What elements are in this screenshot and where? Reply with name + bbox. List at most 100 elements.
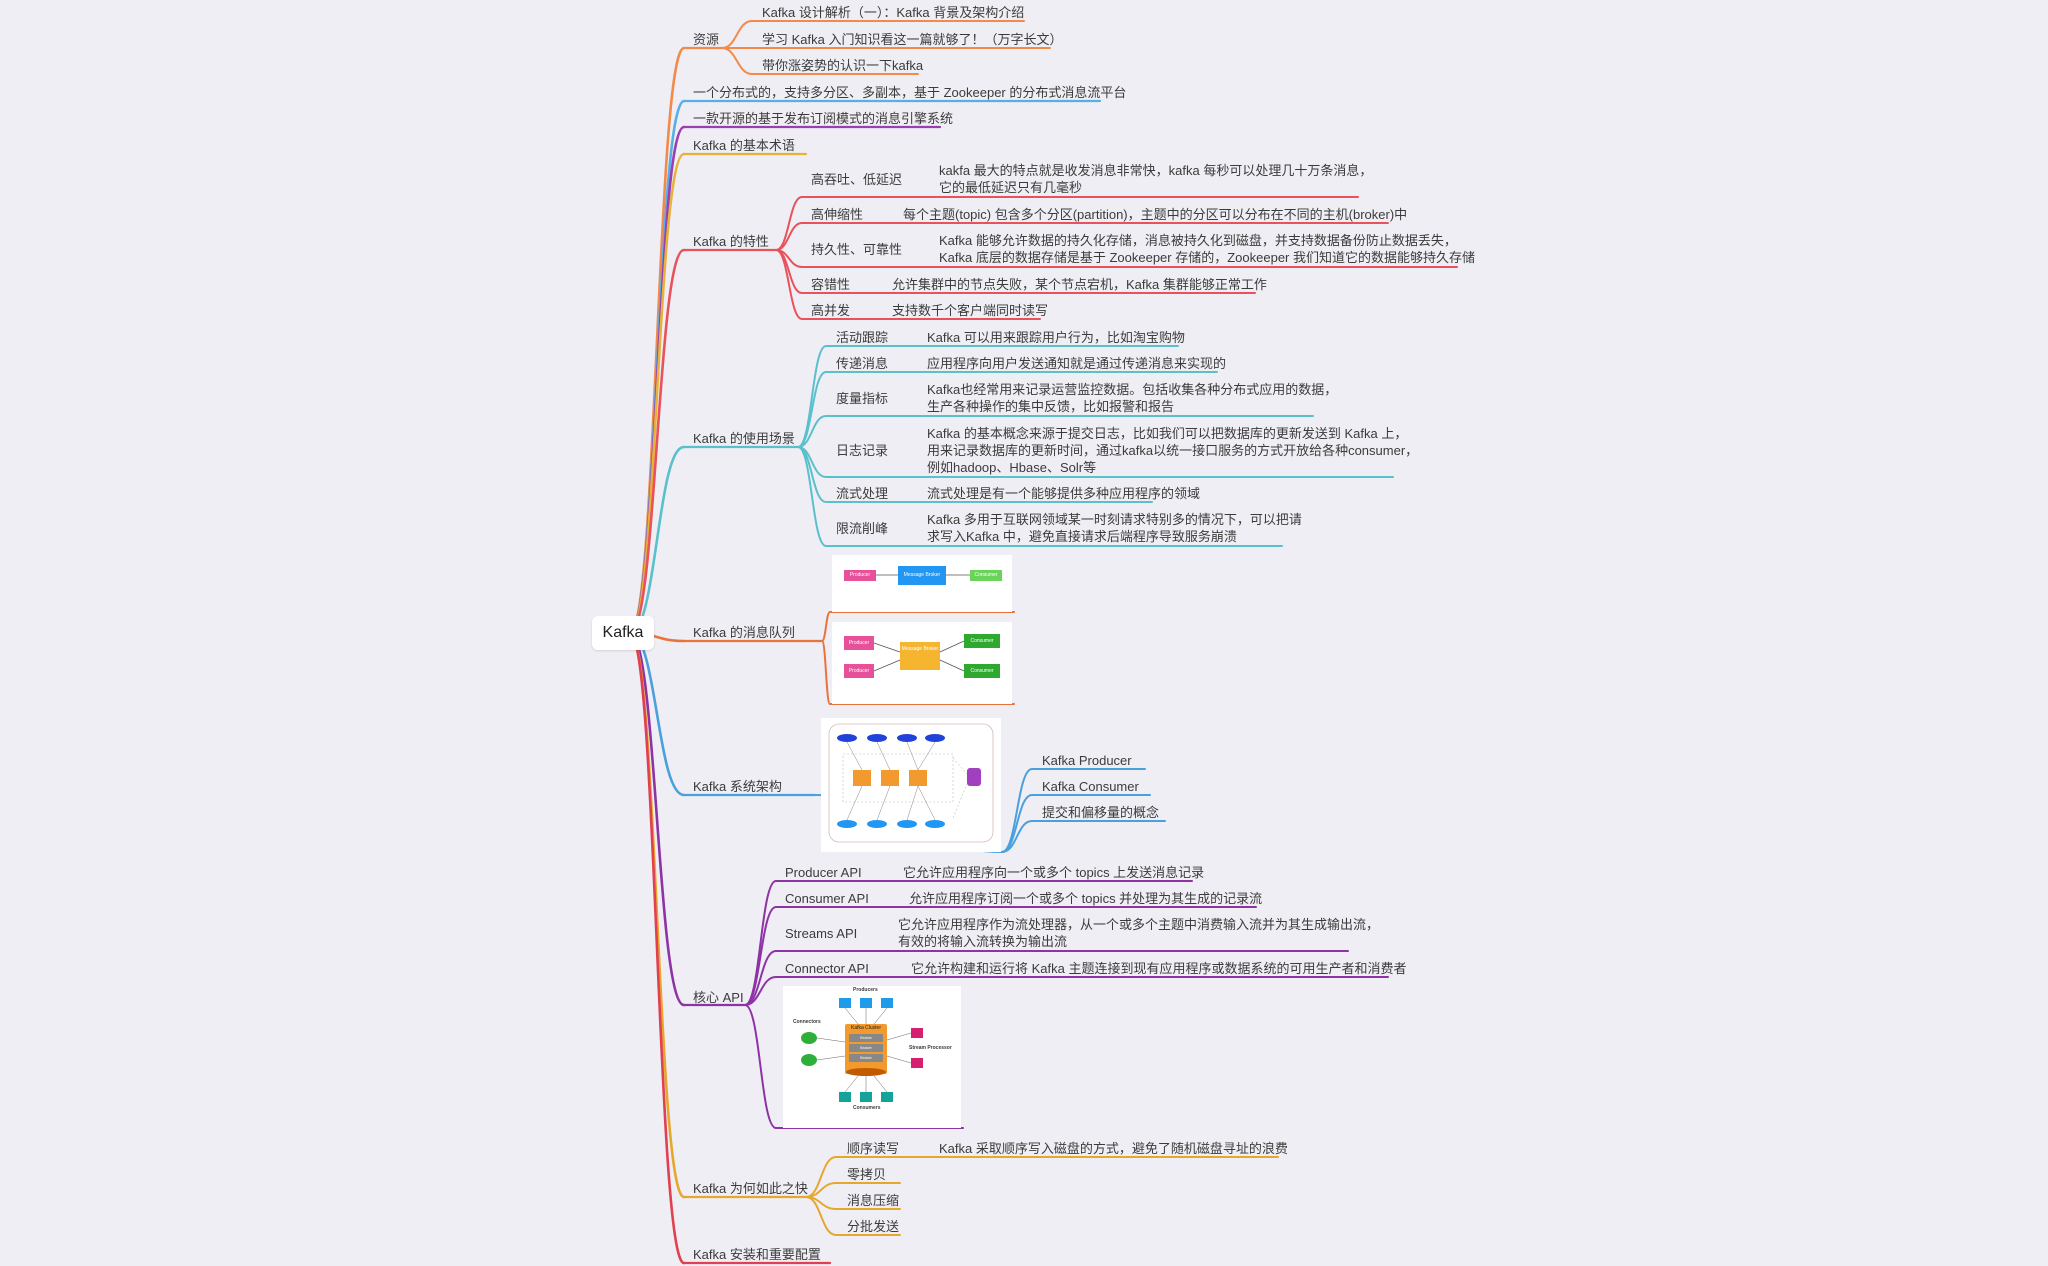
topic-resources[interactable]: 资源 (693, 32, 720, 47)
features-link-4 (775, 249, 803, 320)
scenarios-link-5 (797, 446, 827, 547)
feature-throughput-desc-2: 它的最低延迟只有几毫秒 (939, 180, 1083, 195)
api-link-4 (744, 1004, 777, 1129)
api-streams-desc-2: 有效的将输入流转换为输出流 (898, 934, 1068, 949)
api-diagram-broker-1: Broker (849, 1034, 883, 1042)
scenario-logging[interactable]: 日志记录 (836, 443, 889, 458)
architecture-link-0 (1001, 768, 1033, 853)
scenario-logging-desc-1: Kafka 的基本概念来源于提交日志，比如我们可以把数据库的更新发送到 Kafk… (927, 426, 1408, 441)
api-diagram-producers-label: Producers (853, 987, 878, 993)
queue2-producer-box-1: Producer (844, 636, 874, 650)
scenarios-link-1 (797, 371, 827, 448)
topic-message-queue[interactable]: Kafka 的消息队列 (693, 625, 795, 640)
features-link-1 (775, 222, 803, 251)
topic-scenarios[interactable]: Kafka 的使用场景 (693, 431, 795, 446)
topic-desc-opensource[interactable]: 一款开源的基于发布订阅模式的消息引擎系统 (693, 111, 954, 126)
scenario-stream-desc: 流式处理是有一个能够提供多种应用程序的领域 (927, 486, 1201, 501)
feature-durability[interactable]: 持久性、可靠性 (811, 242, 903, 257)
resource-link-1[interactable]: Kafka 设计解析（一）：Kafka 背景及架构介绍 (762, 5, 1025, 20)
scenario-throttling-desc-2: 求写入Kafka 中，避免直接请求后端程序导致服务崩溃 (927, 529, 1237, 544)
root-connector-4 (628, 248, 686, 635)
feature-fault-tolerance[interactable]: 容错性 (811, 277, 851, 292)
fast-batching[interactable]: 分批发送 (847, 1219, 900, 1234)
feature-scalability-desc: 每个主题(topic) 包含多个分区(partition)，主题中的分区可以分布… (903, 207, 1408, 222)
architecture-diagram-art (828, 723, 994, 843)
scenario-logging-desc-3: 例如hadoop、Hbase、Solr等 (927, 460, 1097, 475)
api-link-1 (744, 906, 777, 1006)
scenario-messaging[interactable]: 传递消息 (836, 356, 889, 371)
scenario-activity[interactable]: 活动跟踪 (836, 330, 889, 345)
topic-desc-distributed[interactable]: 一个分布式的，支持多分区、多副本，基于 Zookeeper 的分布式消息流平台 (693, 85, 1127, 100)
resource-link-3[interactable]: 带你涨姿势的认识一下kafka (762, 58, 924, 73)
scenario-logging-desc-2: 用来记录数据库的更新时间，通过kafka以统一接口服务的方式开放给各种consu… (927, 443, 1419, 458)
queue-diagram-pubsub[interactable]: Producer Producer Message Broker Consume… (832, 622, 1012, 704)
scenario-messaging-desc: 应用程序向用户发送通知就是通过传递消息来实现的 (927, 356, 1227, 371)
api-diagram-connectors-label: Connectors (793, 1019, 821, 1025)
queue2-arrows (873, 640, 965, 672)
feature-throughput[interactable]: 高吞吐、低延迟 (811, 172, 903, 187)
fast-sequential-io-desc: Kafka 采取顺序写入磁盘的方式，避免了随机磁盘寻址的浪费 (939, 1141, 1288, 1156)
api-link-0 (744, 880, 777, 1006)
resources-link-2 (721, 47, 753, 75)
feature-durability-desc-2: Kafka 底层的数据存储是基于 Zookeeper 存储的，Zookeeper… (939, 250, 1475, 265)
feature-concurrency-desc: 支持数千个客户端同时读写 (892, 303, 1049, 318)
queue1-consumer-box: Consumer (970, 570, 1002, 581)
api-diagram[interactable]: Producers Connectors Stream Processor Co… (783, 986, 961, 1128)
queue2-producer-box-2: Producer (844, 664, 874, 678)
api-streams-desc-1: 它允许应用程序作为流处理器，从一个或多个主题中消费输入流并为其生成输出流， (898, 917, 1380, 932)
feature-durability-desc-1: Kafka 能够允许数据的持久化存储，消息被持久化到磁盘，并支持数据备份防止数据… (939, 233, 1457, 248)
api-diagram-art (801, 998, 923, 1102)
topic-core-api[interactable]: 核心 API (693, 990, 744, 1005)
api-diagram-cluster-label: Kafka Cluster (850, 1025, 881, 1031)
api-producer-desc: 它允许应用程序向一个或多个 topics 上发送消息记录 (903, 865, 1205, 880)
queue-link-0 (821, 611, 831, 642)
architecture-diagram[interactable] (821, 718, 1001, 852)
queue2-consumer-box-2: Consumer (964, 664, 1000, 678)
arch-kafka-producer[interactable]: Kafka Producer (1042, 753, 1132, 768)
scenario-throttling[interactable]: 限流削峰 (836, 521, 889, 536)
topic-install-config[interactable]: Kafka 安装和重要配置 (693, 1247, 821, 1262)
topic-architecture[interactable]: Kafka 系统架构 (693, 779, 782, 794)
root-topic[interactable]: Kafka (592, 616, 654, 650)
queue1-arrows (876, 574, 970, 576)
api-connector[interactable]: Connector API (785, 961, 869, 976)
api-connector-desc: 它允许构建和运行将 Kafka 主题连接到现有应用程序或数据系统的可用生产者和消… (911, 961, 1407, 976)
feature-concurrency[interactable]: 高并发 (811, 303, 851, 318)
queue-link-1 (821, 640, 831, 705)
scenario-metrics[interactable]: 度量指标 (836, 391, 889, 406)
root-connector-3 (628, 152, 686, 635)
topic-why-fast[interactable]: Kafka 为何如此之快 (693, 1181, 808, 1196)
topic-basic-terms[interactable]: Kafka 的基本术语 (693, 138, 795, 153)
fast-zero-copy[interactable]: 零拷贝 (847, 1167, 887, 1182)
arch-kafka-consumer[interactable]: Kafka Consumer (1042, 779, 1139, 794)
resources-link-0 (721, 20, 753, 49)
scenarios-link-2 (797, 415, 827, 448)
architecture-link-1 (1001, 794, 1033, 853)
feature-fault-tolerance-desc: 允许集群中的节点失败，某个节点宕机，Kafka 集群能够正常工作 (892, 277, 1267, 292)
architecture-link-2 (1001, 820, 1033, 853)
root-connector-8 (628, 631, 686, 1007)
fast-sequential-io[interactable]: 顺序读写 (847, 1141, 900, 1156)
api-diagram-stream-label: Stream Processor (909, 1045, 952, 1051)
topic-features[interactable]: Kafka 的特性 (693, 234, 769, 249)
api-consumer[interactable]: Consumer API (785, 891, 869, 906)
api-diagram-consumers-label: Consumers (853, 1105, 881, 1111)
feature-scalability[interactable]: 高伸缩性 (811, 207, 864, 222)
root-connector-10 (628, 631, 686, 1265)
fast-compression[interactable]: 消息压缩 (847, 1193, 900, 1208)
api-streams[interactable]: Streams API (785, 926, 858, 941)
api-diagram-cluster-box: Kafka Cluster Broker Broker Broker (845, 1024, 887, 1074)
queue-diagram-p2p[interactable]: Producer Message Broker Consumer (832, 555, 1012, 612)
arch-commit-offset[interactable]: 提交和偏移量的概念 (1042, 805, 1160, 820)
api-producer[interactable]: Producer API (785, 865, 862, 880)
queue2-consumer-box-1: Consumer (964, 634, 1000, 648)
resource-link-2[interactable]: 学习 Kafka 入门知识看这一篇就够了！（万字长文） (762, 32, 1063, 47)
api-diagram-broker-2: Broker (849, 1044, 883, 1052)
scenario-stream[interactable]: 流式处理 (836, 486, 889, 501)
scenario-metrics-desc-1: Kafka也经常用来记录运营监控数据。包括收集各种分布式应用的数据， (927, 382, 1338, 397)
root-connector-5 (628, 445, 686, 635)
api-diagram-broker-3: Broker (849, 1054, 883, 1062)
queue2-broker-box: Message Broker (900, 642, 940, 670)
